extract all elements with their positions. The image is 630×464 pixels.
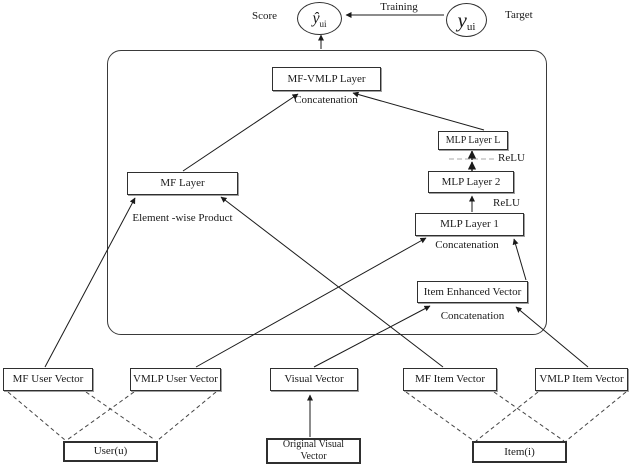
dashed-user-mfuser-left [7, 391, 66, 441]
score-symbol: ŷ [312, 9, 320, 27]
vmlp-user-vector-box: VMLP User Vector [130, 368, 221, 391]
score-subscript: ui [319, 18, 327, 29]
concatenation-label-mlp1: Concatenation [435, 239, 499, 251]
target-subscript: ui [466, 21, 476, 33]
target-label: Target [505, 9, 533, 21]
relu-label-upper: ReLU [498, 152, 525, 164]
concatenation-label-item: Concatenation [440, 310, 505, 322]
target-symbol: y [457, 7, 467, 32]
item-input-box: Item(i) [472, 441, 567, 463]
dashed-item-mfitem-right [493, 391, 565, 442]
score-label: Score [252, 10, 278, 22]
relu-label-lower: ReLU [493, 197, 520, 209]
mf-item-vector-box: MF Item Vector [403, 368, 497, 391]
mf-vmlp-layer-box: MF-VMLP Layer [272, 67, 381, 91]
mlp-layer-1-box: MLP Layer 1 [415, 213, 524, 236]
user-input-box: User(u) [63, 441, 158, 462]
visual-vector-box: Visual Vector [270, 368, 358, 391]
elementwise-product-label: Element -wise Product [132, 212, 233, 224]
dashed-item-vmlpitem-right [565, 391, 627, 442]
dashed-user-vmlpuser-right [157, 391, 217, 441]
dashed-user-vmlpuser-left [66, 391, 135, 441]
dashed-item-vmlpitem-left [475, 391, 539, 442]
item-enhanced-vector-box: Item Enhanced Vector [417, 281, 528, 303]
dashed-item-mfitem-left [405, 391, 475, 442]
training-label: Training [380, 1, 418, 13]
concatenation-label-top: Concatenation [294, 94, 358, 106]
mlp-layer-2-box: MLP Layer 2 [428, 171, 514, 193]
mlp-layer-l-box: MLP Layer L [438, 131, 508, 150]
vmlp-item-vector-box: VMLP Item Vector [535, 368, 628, 391]
dashed-user-mfuser-right [85, 391, 156, 441]
mf-layer-box: MF Layer [127, 172, 238, 195]
mf-user-vector-box: MF User Vector [3, 368, 93, 391]
